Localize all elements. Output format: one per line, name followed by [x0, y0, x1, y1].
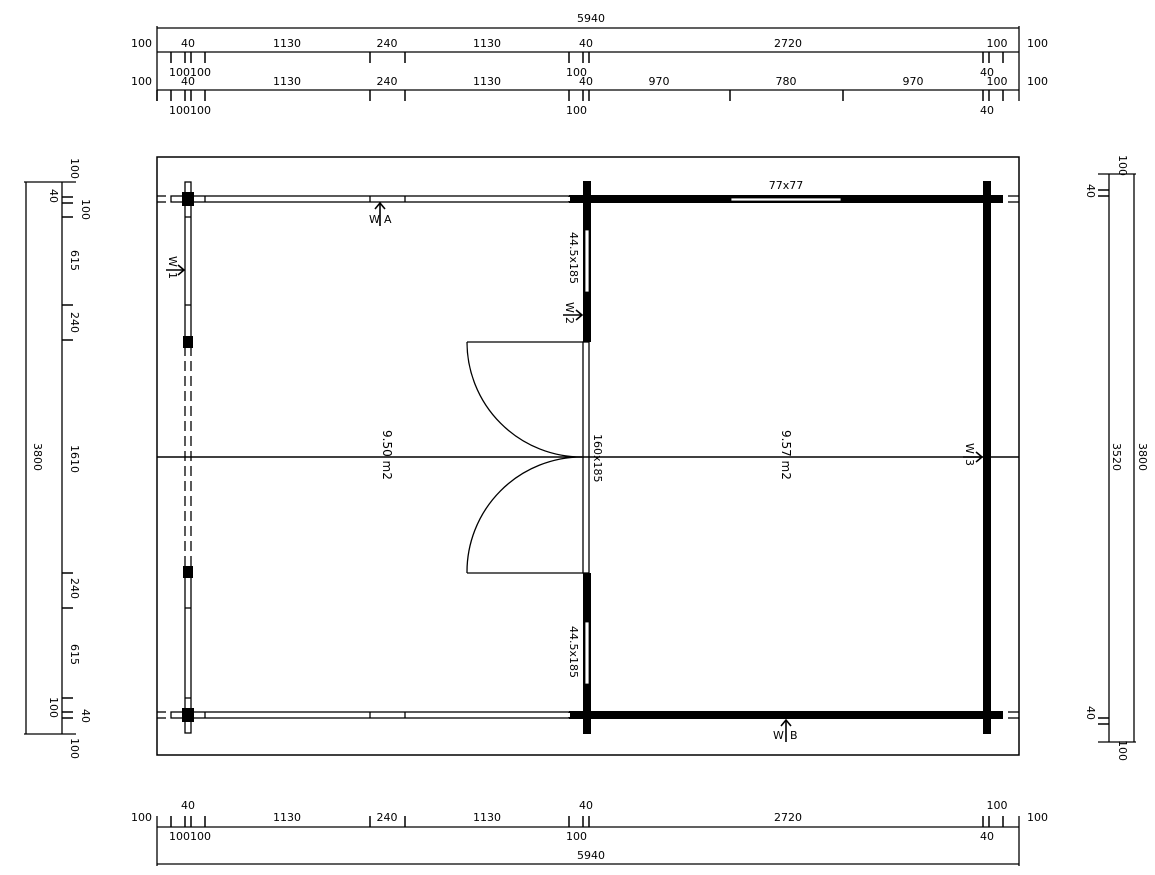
left-seg: 240	[68, 578, 81, 599]
top-overall-dimension: 5940	[577, 12, 605, 25]
top-row2-below: 100100	[169, 104, 211, 117]
right-bottom-offset: 100	[1116, 740, 1129, 761]
double-door-label: 160x185	[591, 434, 604, 483]
wall-marker-w2-w: W	[563, 302, 576, 313]
top-row1-below: 40	[980, 66, 994, 79]
left-bottom-offset: 100	[68, 738, 81, 759]
top-row2-seg: 240	[376, 75, 398, 88]
wall-marker-wa-suffix: A	[384, 213, 392, 226]
right-top-small: 40	[1084, 184, 1097, 198]
left-seg: 40	[79, 709, 92, 723]
top-row2-seg: 40	[181, 75, 195, 88]
bottom-left-offset: 100	[131, 811, 152, 824]
top-row1-seg: 1130	[273, 37, 301, 50]
bottom-below: 100100	[169, 830, 211, 843]
top-row2-seg: 1130	[473, 75, 501, 88]
left-seg: 615	[68, 644, 81, 665]
top-row1-seg: 100	[986, 37, 1008, 50]
top-row1-below: 100	[566, 66, 587, 79]
right-bottom-small: 40	[1084, 706, 1097, 720]
bottom-right-offset: 100	[1027, 811, 1048, 824]
wall-marker-w2-suffix: 2	[563, 317, 576, 324]
window-77x77	[730, 197, 842, 202]
floor-outline	[156, 156, 1020, 756]
wall-marker-w3-w: W	[963, 443, 976, 454]
wall-marker-wb-w: W	[773, 729, 784, 742]
bottom-seg: 240	[376, 811, 398, 824]
window-partition-lower	[584, 621, 590, 685]
left-dimension-chains	[24, 181, 76, 735]
left-seg: 100	[79, 199, 92, 220]
wall-marker-arrows	[166, 201, 984, 742]
left-seg: 100	[47, 697, 60, 718]
top-row1-seg: 1130	[473, 37, 501, 50]
top-dimension-chains	[156, 26, 1020, 101]
window-partition-upper	[584, 229, 590, 293]
top-row1-left-offset: 100	[131, 37, 152, 50]
window-top-label: 77x77	[768, 179, 804, 192]
bottom-below: 40	[980, 830, 994, 843]
bottom-seg: 2720	[774, 811, 802, 824]
left-seg: 240	[68, 312, 81, 333]
wall-marker-wb-suffix: B	[790, 729, 798, 742]
right-top-offset: 100	[1116, 155, 1129, 176]
top-row1-seg: 40	[579, 37, 593, 50]
right-dimension-chains	[1098, 173, 1136, 743]
room-right-area: 9.57 m2	[779, 430, 793, 480]
bottom-seg: 1130	[473, 811, 501, 824]
right-inner-dimension: 3520	[1110, 443, 1123, 471]
right-overall-dimension: 3800	[1136, 443, 1149, 471]
left-top-offset: 100	[68, 158, 81, 179]
left-seg: 615	[68, 250, 81, 271]
top-row2-seg: 970	[648, 75, 670, 88]
window-partition-lower-label: 44.5x185	[567, 626, 580, 678]
top-row1-seg: 40	[181, 37, 195, 50]
top-row2-seg: 100	[986, 75, 1008, 88]
room-left-area: 9.50 m2	[380, 430, 394, 480]
window-partition-upper-label: 44.5x185	[567, 232, 580, 284]
top-row2-seg: 970	[902, 75, 924, 88]
bottom-seg: 100	[986, 799, 1008, 812]
top-row2-below: 100	[566, 104, 587, 117]
wall-marker-w1-w: W	[166, 256, 179, 267]
top-row1-seg: 2720	[774, 37, 802, 50]
left-seg: 1610	[68, 445, 81, 473]
top-row2-seg: 780	[775, 75, 797, 88]
bottom-seg: 40	[181, 799, 195, 812]
bottom-overall-dimension: 5940	[577, 849, 605, 862]
wall-marker-w3-suffix: 3	[963, 459, 976, 466]
top-row2-below: 40	[980, 104, 994, 117]
top-row2-left-offset: 100	[131, 75, 152, 88]
wall-marker-w1-suffix: 1	[166, 272, 179, 279]
wall-marker-wa-w: W	[369, 213, 380, 226]
left-overall-dimension: 3800	[31, 443, 44, 471]
top-row1-seg: 240	[376, 37, 398, 50]
top-row2-right-offset: 100	[1027, 75, 1048, 88]
top-row2-seg: 1130	[273, 75, 301, 88]
left-seg: 40	[47, 189, 60, 203]
top-row2-seg: 40	[579, 75, 593, 88]
bottom-seg: 40	[579, 799, 593, 812]
top-row1-below: 100100	[169, 66, 211, 79]
bottom-seg: 1130	[273, 811, 301, 824]
corner-posts	[182, 192, 194, 722]
bottom-dimension-chains	[156, 816, 1020, 866]
bottom-below: 100	[566, 830, 587, 843]
top-row1-right-offset: 100	[1027, 37, 1048, 50]
